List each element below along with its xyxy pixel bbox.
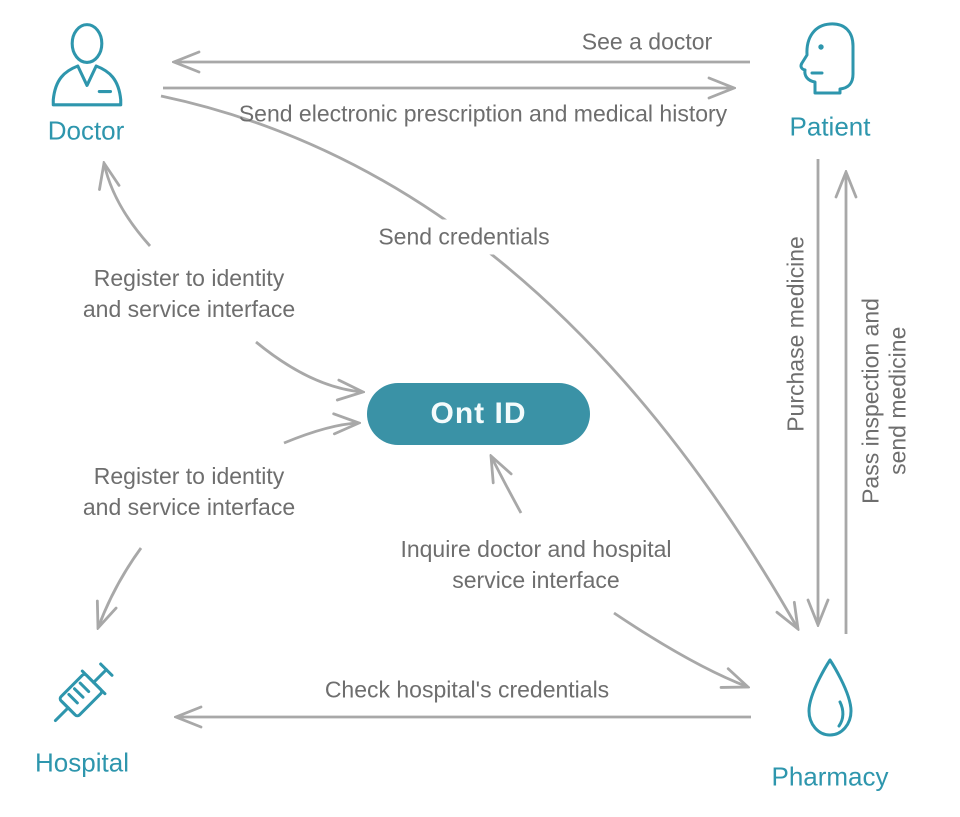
doctor-label: Doctor bbox=[47, 115, 125, 146]
patient-label: Patient bbox=[789, 111, 871, 142]
ont-id-label: Ont ID bbox=[430, 397, 527, 430]
arrow-ontid-to-pharmacy bbox=[613, 611, 748, 687]
ont-id-node: Ont ID bbox=[367, 383, 590, 445]
send-credentials-label: Send credentials bbox=[368, 219, 560, 255]
syringe-icon bbox=[53, 662, 114, 723]
register-hospital-label: Register to identity and service interfa… bbox=[83, 461, 295, 523]
pass-inspection-label: Pass inspection and send medicine bbox=[858, 298, 921, 504]
hospital-label: Hospital bbox=[35, 747, 129, 778]
pass-inspection-label-line2: send medicine bbox=[884, 326, 911, 476]
arrow-register-hospital-to-ontid bbox=[283, 423, 359, 445]
check-credentials-label: Check hospital's credentials bbox=[324, 676, 610, 703]
register-doctor-label-line1: Register to identity bbox=[93, 264, 285, 291]
arrow-ontid-to-hospital bbox=[98, 547, 143, 628]
register-hospital-label-line1: Register to identity bbox=[93, 462, 285, 489]
arrow-inquire-to-ontid bbox=[491, 456, 523, 514]
inquire-label-line1: Inquire doctor and hospital bbox=[400, 535, 672, 562]
head-profile-icon bbox=[799, 22, 855, 95]
arrow-send-credentials bbox=[160, 94, 798, 629]
see-a-doctor-label: See a doctor bbox=[581, 28, 713, 55]
droplet-icon bbox=[807, 658, 853, 737]
register-doctor-label-line2: and service interface bbox=[82, 296, 296, 322]
purchase-medicine-label: Purchase medicine bbox=[782, 236, 809, 432]
inquire-label-line2: service interface bbox=[452, 567, 620, 593]
arrow-register-doctor-to-ontid bbox=[255, 340, 363, 392]
register-doctor-label: Register to identity and service interfa… bbox=[83, 263, 295, 325]
pharmacy-label: Pharmacy bbox=[771, 761, 889, 792]
arrow-ontid-to-doctor bbox=[104, 163, 152, 247]
pass-inspection-label-line1: Pass inspection and bbox=[857, 298, 884, 504]
doctor-icon bbox=[51, 23, 123, 107]
send-prescription-label: Send electronic prescription and medical… bbox=[238, 100, 728, 127]
register-hospital-label-line2: and service interface bbox=[82, 494, 296, 520]
inquire-label: Inquire doctor and hospital service inte… bbox=[400, 534, 671, 596]
